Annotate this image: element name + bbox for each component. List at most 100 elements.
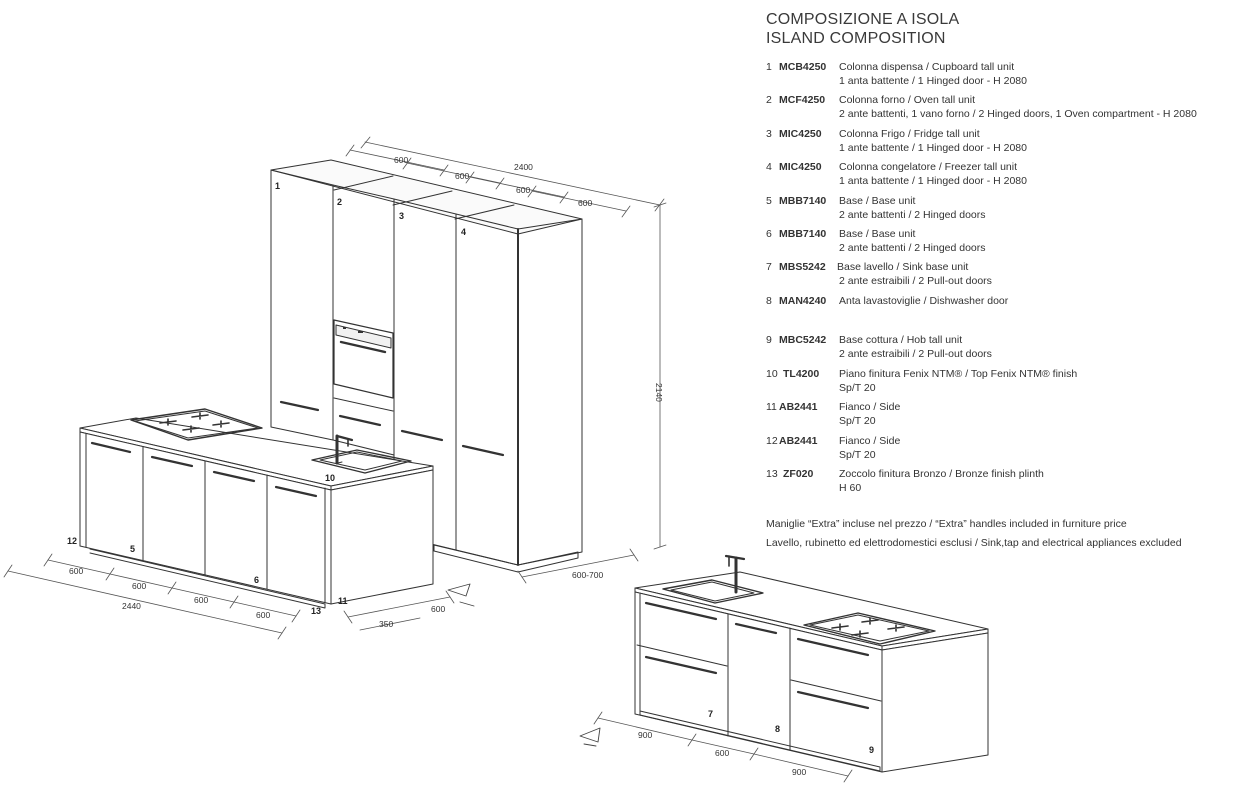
tall-units	[270, 159, 583, 573]
dim-island-1: 600	[69, 566, 83, 576]
sink	[311, 434, 412, 474]
component-description-line: Fianco / Side	[839, 401, 901, 413]
notes: Maniglie “Extra” incluse nel prezzo / “E…	[766, 515, 1182, 553]
tall-unit-1-front	[270, 169, 334, 441]
note-handles: Maniglie “Extra” incluse nel prezzo / “E…	[766, 518, 1127, 530]
callout-2: 2	[337, 197, 342, 207]
dim-island-total: 2440	[122, 601, 141, 611]
component-description: Anta lavastoviglie / Dishwasher door	[839, 295, 1008, 309]
handle-back-1	[644, 601, 718, 621]
component-code: ZF020	[783, 468, 814, 480]
handle-tall-3	[400, 429, 444, 442]
callout-7: 7	[708, 709, 713, 719]
component-description-line: Base / Base unit	[839, 195, 916, 207]
component-description-line: 2 ante battenti / 2 Hinged doors	[839, 208, 986, 221]
dim-back-2: 600	[715, 748, 729, 758]
component-description-line: Sp/T 20	[839, 448, 876, 461]
component-code: MIC4250	[779, 128, 822, 140]
component-description-line: Colonna congelatore / Freezer tall unit	[839, 161, 1018, 173]
component-description-line: Fianco / Side	[839, 435, 901, 447]
back-view-side	[881, 632, 989, 773]
handle-island-2	[150, 455, 194, 468]
composition-title: COMPOSIZIONE A ISOLA ISLAND COMPOSITION	[766, 10, 959, 48]
dim-island-4: 600	[256, 610, 270, 620]
back-sink	[662, 554, 764, 604]
component-code: AB2441	[779, 435, 818, 447]
dim-tall-total: 2400	[514, 162, 533, 172]
callout-3: 3	[399, 211, 404, 221]
island	[79, 408, 434, 609]
callout-4: 4	[461, 227, 466, 237]
component-code: TL4200	[783, 368, 820, 380]
component-code: MBB7140	[779, 195, 827, 207]
component-code: MBS5242	[779, 261, 826, 273]
component-description-line: Base cottura / Hob tall unit	[839, 334, 963, 346]
component-description-line: Anta lavastoviglie / Dishwasher door	[839, 295, 1009, 307]
handle-back-3	[734, 622, 778, 635]
component-code: MCB4250	[779, 61, 827, 73]
callout-6: 6	[254, 575, 259, 585]
component-description-line: 2 ante battenti, 1 vano forno / 2 Hinged…	[839, 107, 1197, 120]
component-number: 4	[766, 161, 772, 173]
component-number: 3	[766, 128, 772, 140]
component-description-line: 2 ante estraibili / 2 Pull-out doors	[839, 347, 992, 360]
handle-back-5	[796, 690, 870, 710]
callout-10: 10	[325, 473, 335, 483]
handle-tall-1	[279, 400, 320, 412]
component-description-line: 2 ante battenti / 2 Hinged doors	[839, 241, 986, 254]
component-description-line: 1 anta battente / 1 Hinged door - H 2080	[839, 74, 1027, 87]
dim-tall-2: 600	[455, 171, 469, 181]
component-number: 9	[766, 334, 772, 346]
component-description-line: Colonna dispensa / Cupboard tall unit	[839, 61, 1015, 73]
handle-island-3	[212, 470, 256, 483]
callout-numbers: 1 2 3 4 5 6 7 8 9 10 11 12 13	[67, 181, 874, 755]
component-number: 10	[766, 368, 778, 380]
component-description-line: 1 anta battente / 1 Hinged door - H 2080	[839, 174, 1027, 187]
component-code: AB2441	[779, 401, 818, 413]
component-code: MBC5242	[779, 334, 827, 346]
dim-tall-height: 2140	[654, 383, 664, 402]
handle-back-4	[796, 637, 870, 657]
component-number: 2	[766, 94, 772, 106]
handle-island-4	[274, 485, 318, 498]
callout-1: 1	[275, 181, 280, 191]
tall-unit-4-front	[455, 213, 519, 566]
component-code: MCF4250	[779, 94, 826, 106]
dim-island-2: 600	[132, 581, 146, 591]
tall-unit-2-front	[332, 184, 395, 456]
title-english: ISLAND COMPOSITION	[766, 30, 946, 47]
component-description-line: Zoccolo finitura Bronzo / Bronze finish …	[839, 468, 1044, 480]
tall-units-plinth	[433, 544, 579, 573]
tall-units-side	[517, 218, 583, 566]
callout-5: 5	[130, 544, 135, 554]
component-description: Piano finitura Fenix NTM® / Top Fenix NT…	[839, 368, 1077, 395]
component-description-line: H 60	[839, 481, 862, 494]
back-hob	[803, 612, 936, 645]
component-number: 8	[766, 295, 772, 307]
component-description-line: 1 ante battente / 1 Hinged door - H 2080	[839, 141, 1027, 154]
dim-back-3: 900	[792, 767, 806, 777]
component-description: Zoccolo finitura Bronzo / Bronze finish …	[839, 468, 1044, 495]
callout-13: 13	[311, 606, 321, 616]
callout-12: 12	[67, 536, 77, 546]
dim-island-overhang: 350	[379, 619, 393, 629]
dimension-labels: 2400 600 600 600 600 2140 600-700 600 60…	[69, 155, 806, 777]
component-description-line: Base / Base unit	[839, 228, 916, 240]
callout-11: 11	[338, 596, 348, 606]
title-italian: COMPOSIZIONE A ISOLA	[766, 11, 960, 28]
island-side	[330, 469, 434, 605]
component-description-line: Colonna forno / Oven tall unit	[839, 94, 975, 106]
dim-island-depth: 600	[431, 604, 445, 614]
component-description-line: 2 ante estraibili / 2 Pull-out doors	[839, 274, 992, 287]
view-arrows	[447, 583, 601, 747]
